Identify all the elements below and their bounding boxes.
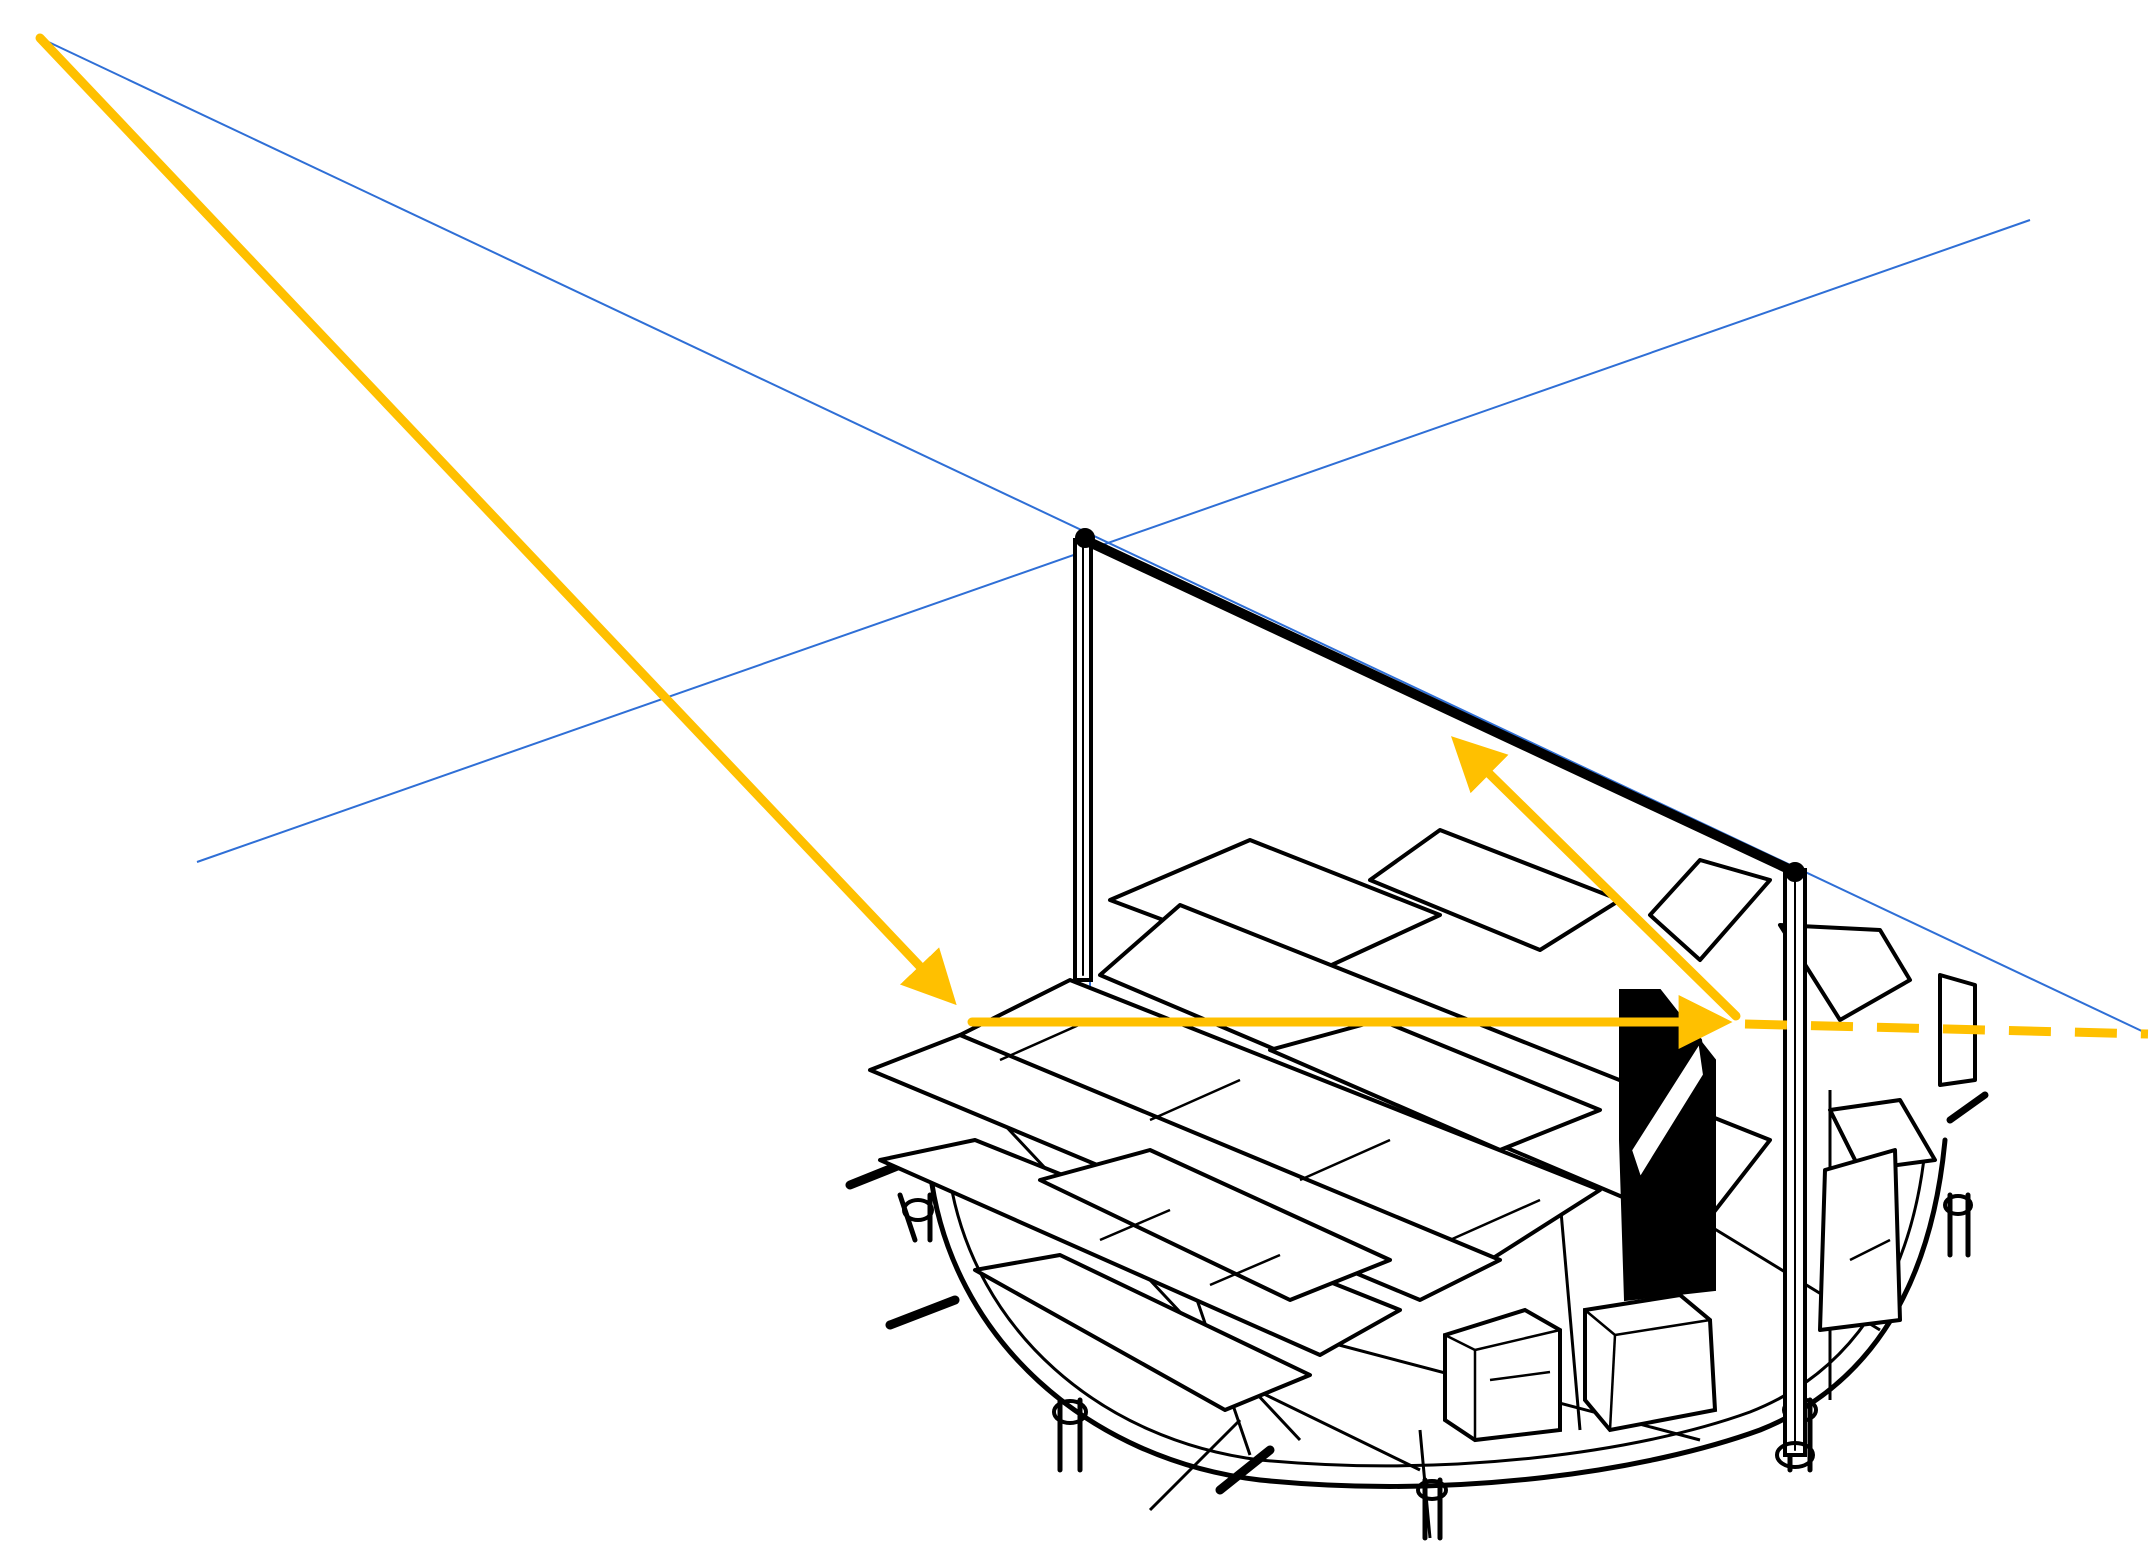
cargo-box-right [1583, 1292, 1718, 1433]
guide-line-b [196, 219, 2031, 863]
reflected-upward-ray [1451, 736, 1741, 1021]
side-module [1818, 973, 1977, 1332]
base-ring-inner [948, 1148, 1927, 1468]
base-ring [927, 1137, 1948, 1489]
cargo-boxes [1443, 1292, 1718, 1443]
top-bar [1080, 535, 1800, 877]
incident-ray [35, 33, 957, 1006]
continuation-dashed-ray [1744, 1019, 2149, 1039]
solar-array-rear [1108, 828, 1912, 1022]
reflector-frame [1073, 528, 1815, 1469]
platform-body [845, 528, 1989, 1541]
light-rays [35, 33, 2149, 1049]
cargo-box-left [1443, 1307, 1562, 1443]
solar-array-platform [868, 903, 1772, 1412]
